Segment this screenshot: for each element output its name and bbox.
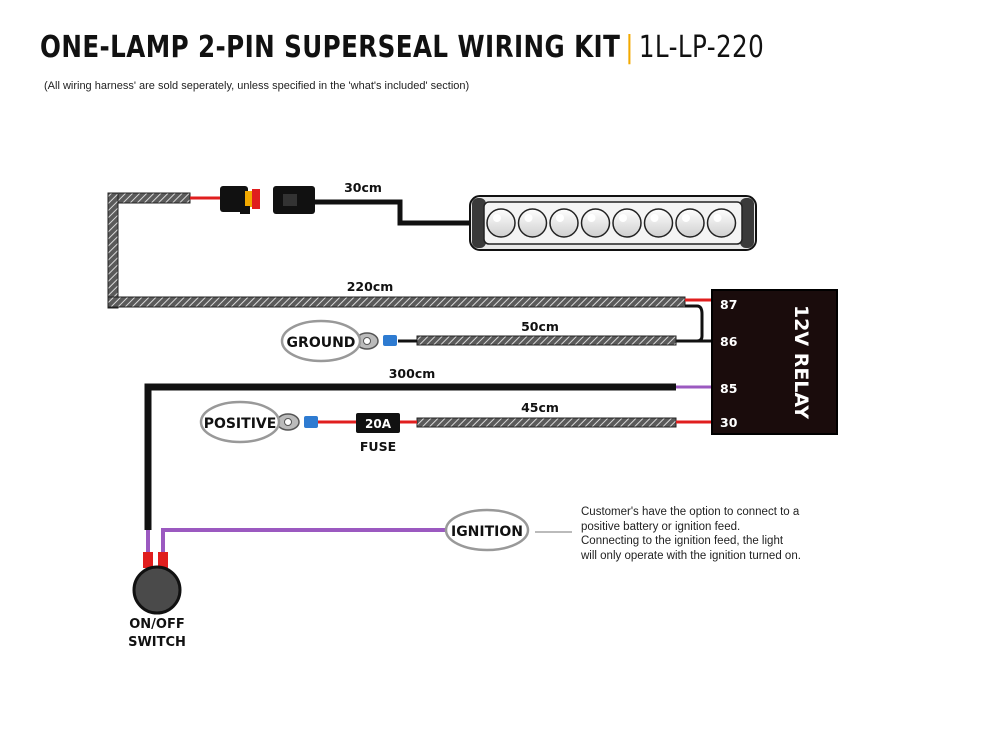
switch-label-line1: ON/OFF [129, 617, 185, 632]
positive-lead-length: 45cm [521, 400, 559, 415]
lens-5 [612, 208, 642, 238]
relay-pin-87: 87 [720, 297, 737, 312]
switch-label-line2: SWITCH [128, 635, 186, 650]
ground-label: GROUND [287, 335, 356, 351]
lens-highlight-3 [556, 214, 564, 222]
superseal-connector-female [220, 186, 260, 214]
relay: 87 86 85 30 12V RELAY [711, 289, 838, 435]
positive-lead [276, 413, 712, 431]
relay-pin-30: 30 [720, 415, 738, 430]
positive-terminal-tag: POSITIVE [199, 400, 281, 444]
on-off-switch [132, 530, 182, 615]
light-bar [469, 195, 757, 251]
lens-highlight-1 [493, 214, 501, 222]
fuse-holder: 20A [356, 413, 400, 433]
lens-2 [517, 208, 548, 238]
lens-highlight-6 [650, 214, 659, 222]
light-bar-lenses [486, 208, 737, 238]
relay-pin-85: 85 [720, 381, 737, 396]
fuse-rating: 20A [365, 417, 392, 431]
switch-lead-wire [144, 383, 676, 530]
lens-6 [643, 208, 674, 238]
ground-lead-length: 50cm [521, 319, 559, 334]
lens-8 [706, 208, 737, 238]
ground-terminal-tag: GROUND [280, 319, 362, 363]
ground-lead [355, 332, 677, 350]
lens-highlight-7 [682, 214, 690, 222]
lens-3 [549, 208, 579, 238]
ignition-wire [161, 528, 446, 552]
product-code: 1L-LP-220 [638, 30, 765, 65]
main-harness [107, 192, 686, 309]
main-harness-length: 220cm [347, 279, 394, 294]
fuse-label: FUSE [360, 439, 396, 454]
title-text: ONE-LAMP 2-PIN SUPERSEAL WIRING KIT [40, 30, 621, 65]
lens-1 [486, 208, 516, 238]
ground-jumper-wire [676, 304, 704, 343]
switch-lead-length: 300cm [389, 366, 436, 381]
lens-highlight-4 [587, 214, 596, 222]
ignition-label: IGNITION [451, 524, 523, 540]
lamp-lead-length: 30cm [344, 180, 382, 195]
positive-label: POSITIVE [204, 416, 277, 432]
ignition-note: Customer's have the option to connect to… [581, 506, 801, 562]
relay-label: 12V RELAY [790, 305, 812, 419]
lens-highlight-2 [524, 214, 533, 222]
subtitle: (All wiring harness' are sold seperately… [44, 80, 470, 92]
header: ONE-LAMP 2-PIN SUPERSEAL WIRING KIT|1L-L… [40, 30, 980, 92]
superseal-connector-male [273, 186, 315, 214]
lens-highlight-8 [713, 214, 722, 222]
lens-4 [580, 208, 611, 238]
lamp-lead-wire [315, 199, 470, 226]
ignition-terminal-tag: IGNITION [444, 508, 530, 552]
lens-highlight-5 [619, 214, 627, 222]
title-separator: | [625, 30, 634, 65]
lens-7 [675, 208, 705, 238]
relay-pin-86: 86 [720, 334, 738, 349]
page-title: ONE-LAMP 2-PIN SUPERSEAL WIRING KIT|1L-L… [40, 30, 811, 65]
